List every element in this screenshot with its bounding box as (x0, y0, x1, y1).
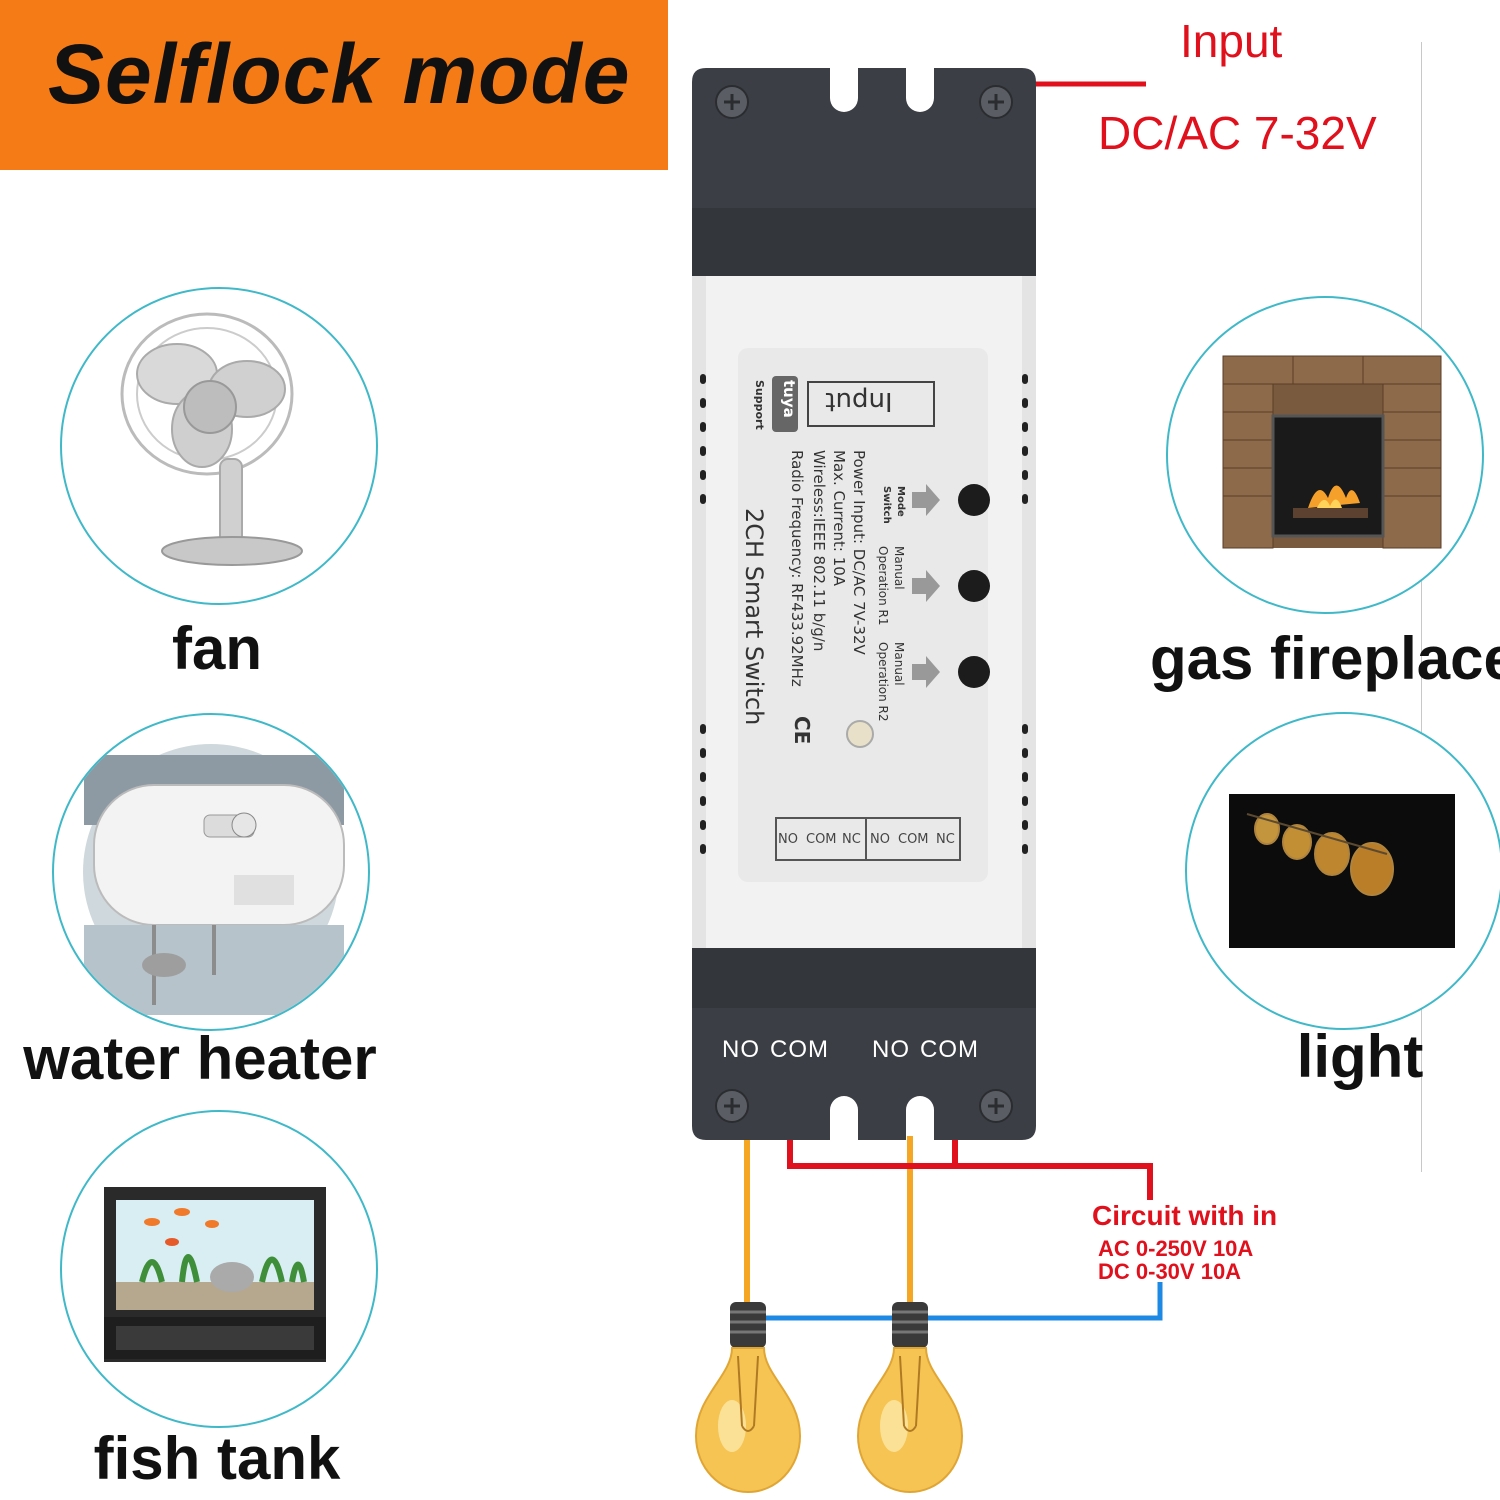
input-voltage-label: DC/AC 7-32V (1098, 107, 1377, 159)
fan-icon (120, 312, 303, 566)
printed-terminal-com-1: COM (806, 832, 837, 847)
product-name: 2CH Smart Switch (740, 508, 768, 726)
button-r2-line2: Operation R2 (876, 642, 890, 722)
printed-terminal-com-2: COM (898, 832, 929, 847)
button-mode-line1: Mode (895, 486, 906, 517)
fish-tank-label: fish tank (93, 1425, 341, 1492)
button-r1-line1: Manual (892, 546, 906, 590)
fish-tank-circle (60, 1110, 378, 1428)
printed-terminal-no-2: NO (870, 832, 890, 847)
fan-circle (60, 287, 378, 605)
circuit-title: Circuit with in (1092, 1200, 1278, 1231)
wire-blue (747, 1282, 1163, 1321)
page-title: Selflock mode (48, 27, 631, 121)
title-banner (0, 0, 668, 170)
gas-fireplace-label: gas fireplace (1150, 625, 1500, 692)
wire-red-com-1 (787, 1136, 1153, 1200)
terminal-no-2: NO (872, 1036, 910, 1063)
light-label: light (1296, 1023, 1424, 1090)
tuya-logo (772, 376, 798, 432)
printed-terminal-no-1: NO (778, 832, 798, 847)
fish-tank-icon (104, 1187, 326, 1362)
spec-power-input: Power Input: DC/AC 7V-32V (850, 450, 868, 655)
circuit-dc-rating: DC 0-30V 10A (1098, 1259, 1242, 1284)
ce-mark: CE (790, 716, 814, 745)
device-input-label: Input (825, 386, 893, 416)
bulb-icon (694, 1302, 802, 1494)
bulb-icon (856, 1302, 964, 1494)
button-r1-line2: Operation R1 (876, 546, 890, 626)
spec-max-current: Max. Current: 10A (830, 450, 848, 587)
tuya-brand: tuya (780, 380, 798, 418)
printed-terminal-nc-1: NC (842, 832, 861, 847)
printed-terminal-nc-2: NC (936, 832, 955, 847)
fan-label: fan (172, 615, 262, 682)
device-buttons (958, 484, 990, 688)
spec-wireless: Wireless:IEEE 802.11 b/g/n (810, 450, 828, 652)
device-body (692, 68, 1036, 1140)
button-r2-line1: Manual (892, 642, 906, 686)
tuya-support: Support (753, 380, 766, 430)
spec-radio-frequency: Radio Frequency: RF433.92MHz (788, 450, 806, 687)
terminal-com-1: COM (770, 1036, 829, 1063)
fireplace-icon (1222, 355, 1442, 549)
light-bulbs-icon (1229, 794, 1455, 948)
terminal-no-1: NO (722, 1036, 760, 1063)
divider-line (1421, 42, 1422, 1172)
gas-fireplace-circle (1166, 296, 1484, 614)
button-mode-line2: Switch (881, 486, 892, 524)
water-heater-icon (83, 744, 345, 1015)
water-heater-label: water heater (23, 1025, 377, 1092)
status-led (846, 720, 874, 748)
circuit-ac-rating: AC 0-250V 10A (1098, 1236, 1254, 1261)
light-circle (1185, 712, 1500, 1030)
smart-switch-device: Input tuya Support Power Input: DC/AC 7V… (692, 68, 1036, 1140)
water-heater-circle (52, 713, 370, 1031)
input-label: Input (1180, 15, 1283, 67)
terminal-com-2: COM (920, 1036, 979, 1063)
